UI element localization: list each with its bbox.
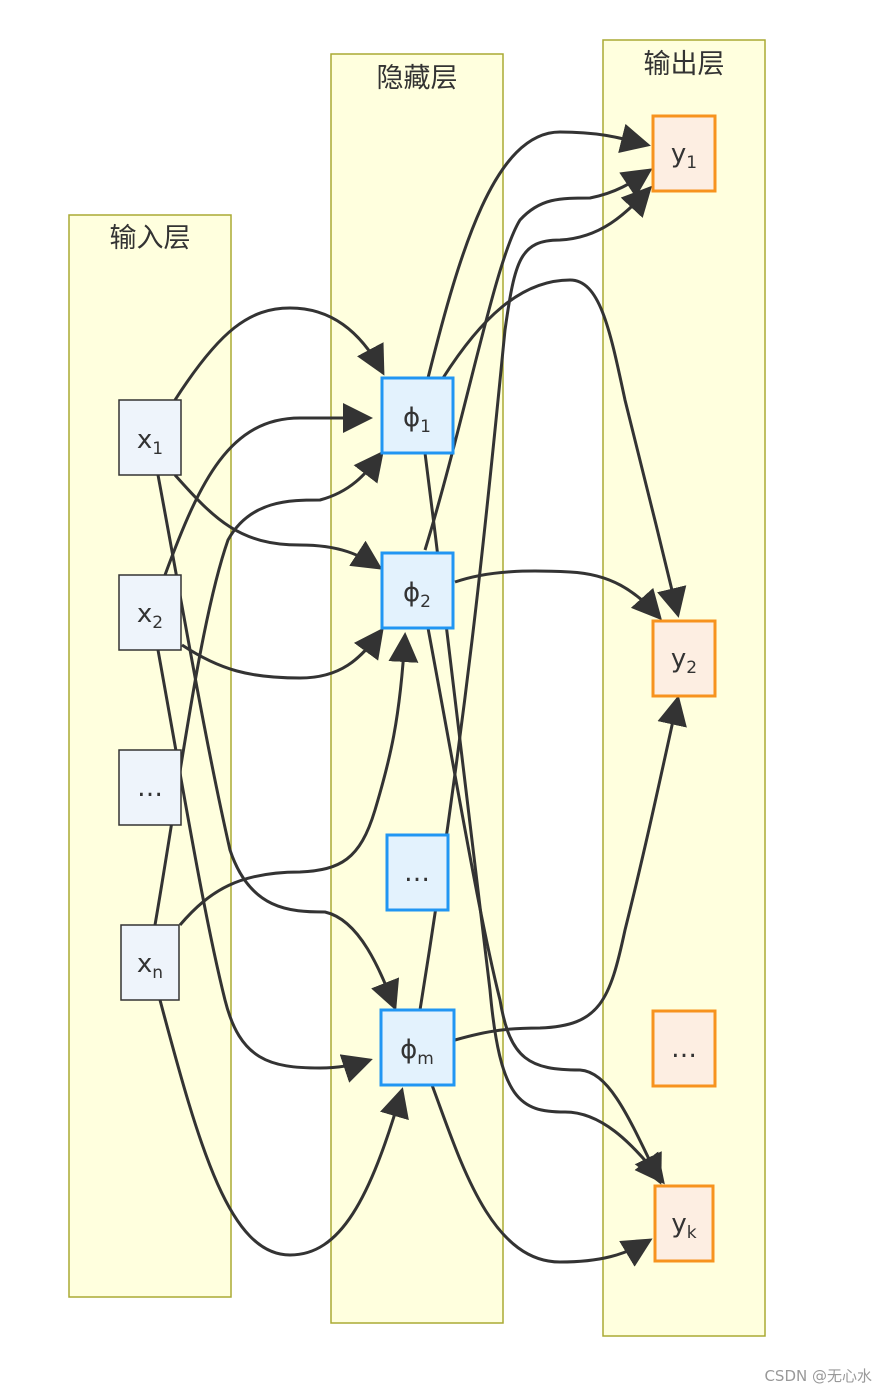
node-yk[interactable]: yk [653,1184,715,1263]
node-h1[interactable]: ϕ1 [380,376,455,455]
node-h1-label: ϕ [403,403,420,433]
node-h1-sub: 1 [420,417,431,437]
node-xn-sub: n [152,963,163,983]
node-x1-label: x [137,425,152,455]
node-x-ellipsis[interactable]: … [118,749,182,826]
node-yk-label: y [671,1209,686,1239]
watermark: CSDN @无心水 [764,1367,872,1385]
edge-hm-y2 [454,695,687,1042]
svg-text:ϕ1: ϕ1 [403,403,431,437]
edge-h2-yk [426,627,662,1185]
edge-xn-h2 [178,632,419,926]
node-x1-sub: 1 [152,439,163,459]
edge-x2-h2 [181,627,384,680]
node-hm[interactable]: ϕm [379,1008,456,1087]
edges [153,123,687,1267]
svg-text:yk: yk [671,1209,696,1243]
edge-h1-yk [423,452,665,1185]
edge-h2-y1 [423,168,653,551]
node-y2[interactable]: y2 [651,619,717,698]
svg-text:y1: y1 [671,139,697,173]
input-layer-title: 输入层 [110,223,191,254]
node-y1-label: y [671,139,686,169]
hidden-layer-title: 隐藏层 [377,63,458,94]
node-x2[interactable]: x2 [118,574,182,651]
node-xn[interactable]: xn [120,924,180,1001]
node-hm-sub: m [417,1049,434,1069]
svg-text:ϕm: ϕm [400,1035,434,1069]
edge-x2-hm [156,649,373,1083]
node-h2-label: ϕ [403,578,420,608]
node-hm-label: ϕ [400,1035,417,1065]
output-layer-title: 输出层 [644,49,725,80]
edge-hm-yk [430,1084,653,1267]
node-x2-label: x [137,599,152,629]
edge-xn-hm [158,999,409,1257]
svg-text:ϕ2: ϕ2 [403,578,431,612]
node-xn-label: x [137,949,152,979]
svg-text:x1: x1 [137,425,163,459]
node-x-ellipsis-label: … [137,773,163,803]
edge-h1-y2 [441,278,687,618]
node-y1[interactable]: y1 [651,114,717,193]
node-x1[interactable]: x1 [118,399,182,476]
edge-hm-y1 [418,185,653,1011]
edge-x1-hm [156,474,400,1011]
node-y-ellipsis[interactable]: … [651,1009,717,1088]
node-y2-label: y [671,644,686,674]
node-h2[interactable]: ϕ2 [380,551,455,630]
edge-x1-h1 [173,306,385,401]
node-h-ellipsis-label: … [404,858,430,888]
node-x2-sub: 2 [152,613,163,633]
node-y1-sub: 1 [686,153,697,173]
edge-h1-y1 [426,123,651,379]
edge-x1-h2 [173,474,383,570]
node-h2-sub: 2 [420,592,431,612]
node-h-ellipsis[interactable]: … [385,833,450,912]
edge-h2-y2 [454,569,662,621]
node-yk-sub: k [687,1223,697,1243]
edge-x2-h1 [163,403,373,576]
svg-text:xn: xn [137,949,163,983]
hidden-layer: 隐藏层 [330,53,504,1324]
svg-text:y2: y2 [671,644,697,678]
node-y-ellipsis-label: … [671,1034,697,1064]
svg-text:x2: x2 [137,599,163,633]
node-y2-sub: 2 [686,658,697,678]
